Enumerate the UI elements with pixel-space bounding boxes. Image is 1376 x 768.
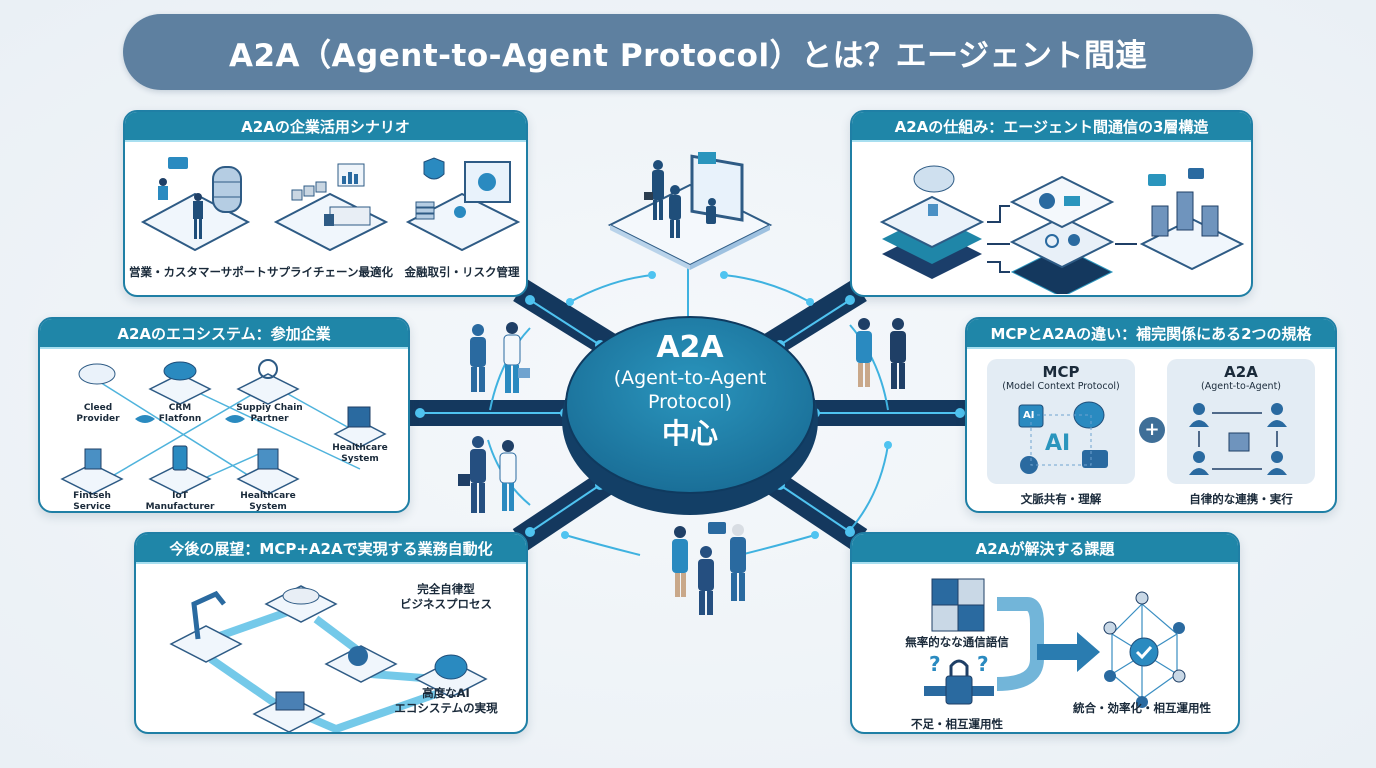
phone-icon [172, 445, 188, 471]
supply-chain-illustration [273, 163, 389, 252]
plus-icon: + [1144, 419, 1160, 440]
hub-line2: (Agent-to-Agent [613, 367, 767, 389]
lock-icon [945, 675, 973, 705]
question-mark-left: ? [929, 652, 941, 676]
merge-arrow [996, 597, 1044, 691]
hub-line4: 中心 [661, 417, 718, 450]
sales-support-illustration [140, 157, 251, 252]
a2a-subtitle: (Agent-to-Agent) [1200, 381, 1281, 392]
cloud-icon [78, 363, 116, 385]
future-label-autonomous: 完全自律型ビジネスプロセス [400, 582, 492, 611]
factory-icon [275, 691, 305, 711]
car-icon [282, 587, 320, 605]
medical-case-icon [347, 406, 371, 428]
issue-label-interoperability: 不足・相互運用性 [911, 717, 1003, 731]
panel-issues-title: A2Aが解決する課題 [852, 534, 1238, 564]
page-title: A2A（Agent-to-Agent Protocol）とは？エージェント間連 [229, 37, 1147, 74]
mcp-icons [1018, 401, 1108, 474]
scenario-label-finance: 金融取引・リスク管理 [404, 265, 520, 279]
check-icon [1129, 637, 1159, 667]
server-icon [1151, 205, 1169, 237]
mcp-subpanel: MCP (Model Context Protocol) AI AI [987, 359, 1135, 484]
issues-illustration [924, 578, 1186, 708]
panel-mechanism-title: A2Aの仕組み：エージェント間通信の3層構造 [852, 112, 1251, 142]
crm-cloud-icon [163, 361, 197, 381]
automation-flow-illustration [169, 585, 488, 732]
panel-future-title: 今後の展望：MCP+A2Aで実現する業務自動化 [136, 534, 526, 564]
handshake-people-left-top [470, 322, 530, 393]
panel-future: 今後の展望：MCP+A2Aで実現する業務自動化 完全自律型ビジネスプロセス 高度… [134, 532, 528, 734]
database-icon [84, 448, 102, 470]
healthcare-cross-icon [257, 448, 279, 470]
title-bar: A2A（Agent-to-Agent Protocol）とは？エージェント間連 [123, 14, 1253, 90]
brain-icon [1073, 401, 1105, 429]
mcp-caption: 文脈共有・理解 [1020, 492, 1102, 506]
plus-connector: + [1139, 417, 1165, 443]
mcp-chip-label: AI [1023, 410, 1035, 421]
finance-risk-illustration [405, 157, 521, 252]
mcp-subtitle: (Model Context Protocol) [1002, 381, 1120, 392]
question-mark-right: ? [977, 652, 989, 676]
panel-scenarios-title: A2Aの企業活用シナリオ [125, 112, 526, 142]
mcp-title: MCP [1042, 363, 1080, 381]
issue-label-communication: 無率的なな通信語信 [905, 635, 1009, 649]
robot-arm-icon [191, 590, 226, 640]
hub-line1: A2A [656, 330, 724, 365]
a2a-subpanel: A2A (Agent-to-Agent) [1167, 359, 1315, 484]
server-icon [1228, 432, 1250, 452]
scenario-label-supply-chain: サプライチェーン最適化 [267, 265, 393, 279]
hub-top [565, 316, 815, 494]
a2a-title: A2A [1224, 363, 1258, 381]
office-meeting-illustration [607, 152, 773, 270]
meeting-people-left-bottom [458, 436, 517, 513]
panel-mechanism: A2Aの仕組み：エージェント間通信の3層構造 [850, 110, 1253, 297]
scenario-label-sales: 営業・カスタマーサポート [129, 265, 267, 279]
ecosystem-network-illustration [60, 359, 387, 495]
panel-mcp-vs-a2a: MCPとA2Aの違い：補完関係にある2つの規格 MCP (Model Conte… [965, 317, 1337, 513]
puzzle-icon [931, 578, 985, 632]
meeting-people-bottom-center [672, 522, 746, 615]
three-layer-illustration [879, 165, 1245, 294]
gear-icon [1039, 193, 1055, 209]
brain-icon [434, 654, 468, 680]
panel-issues: A2Aが解決する課題 ? ? 無率的なな通信語信 不足・相互運用性 統合・効率化… [850, 532, 1240, 734]
cloud-icon [913, 165, 955, 193]
panel-scenarios: A2Aの企業活用シナリオ 営業・カスタマーサポート サプライチェーン最適化 金融… [123, 110, 528, 297]
chat-icon [1082, 450, 1108, 468]
agent-network-icons [1189, 403, 1287, 475]
meeting-people-right-top [856, 318, 906, 389]
panel-mcp-vs-a2a-title: MCPとA2Aの違い：補完関係にある2つの規格 [967, 319, 1335, 349]
mcp-ai-label: AI [1045, 431, 1071, 456]
hub-line3: Protocol) [648, 391, 732, 413]
a2a-caption: 自律的な連携・実行 [1189, 492, 1293, 506]
gear-icon [348, 646, 368, 666]
result-label: 統合・効率化・相互運用性 [1073, 701, 1211, 715]
gear-icon [1020, 456, 1038, 474]
hub-label: A2A (Agent-to-Agent Protocol) 中心 [580, 330, 800, 452]
panel-ecosystem-title: A2Aのエコシステム：参加企業 [40, 319, 408, 349]
